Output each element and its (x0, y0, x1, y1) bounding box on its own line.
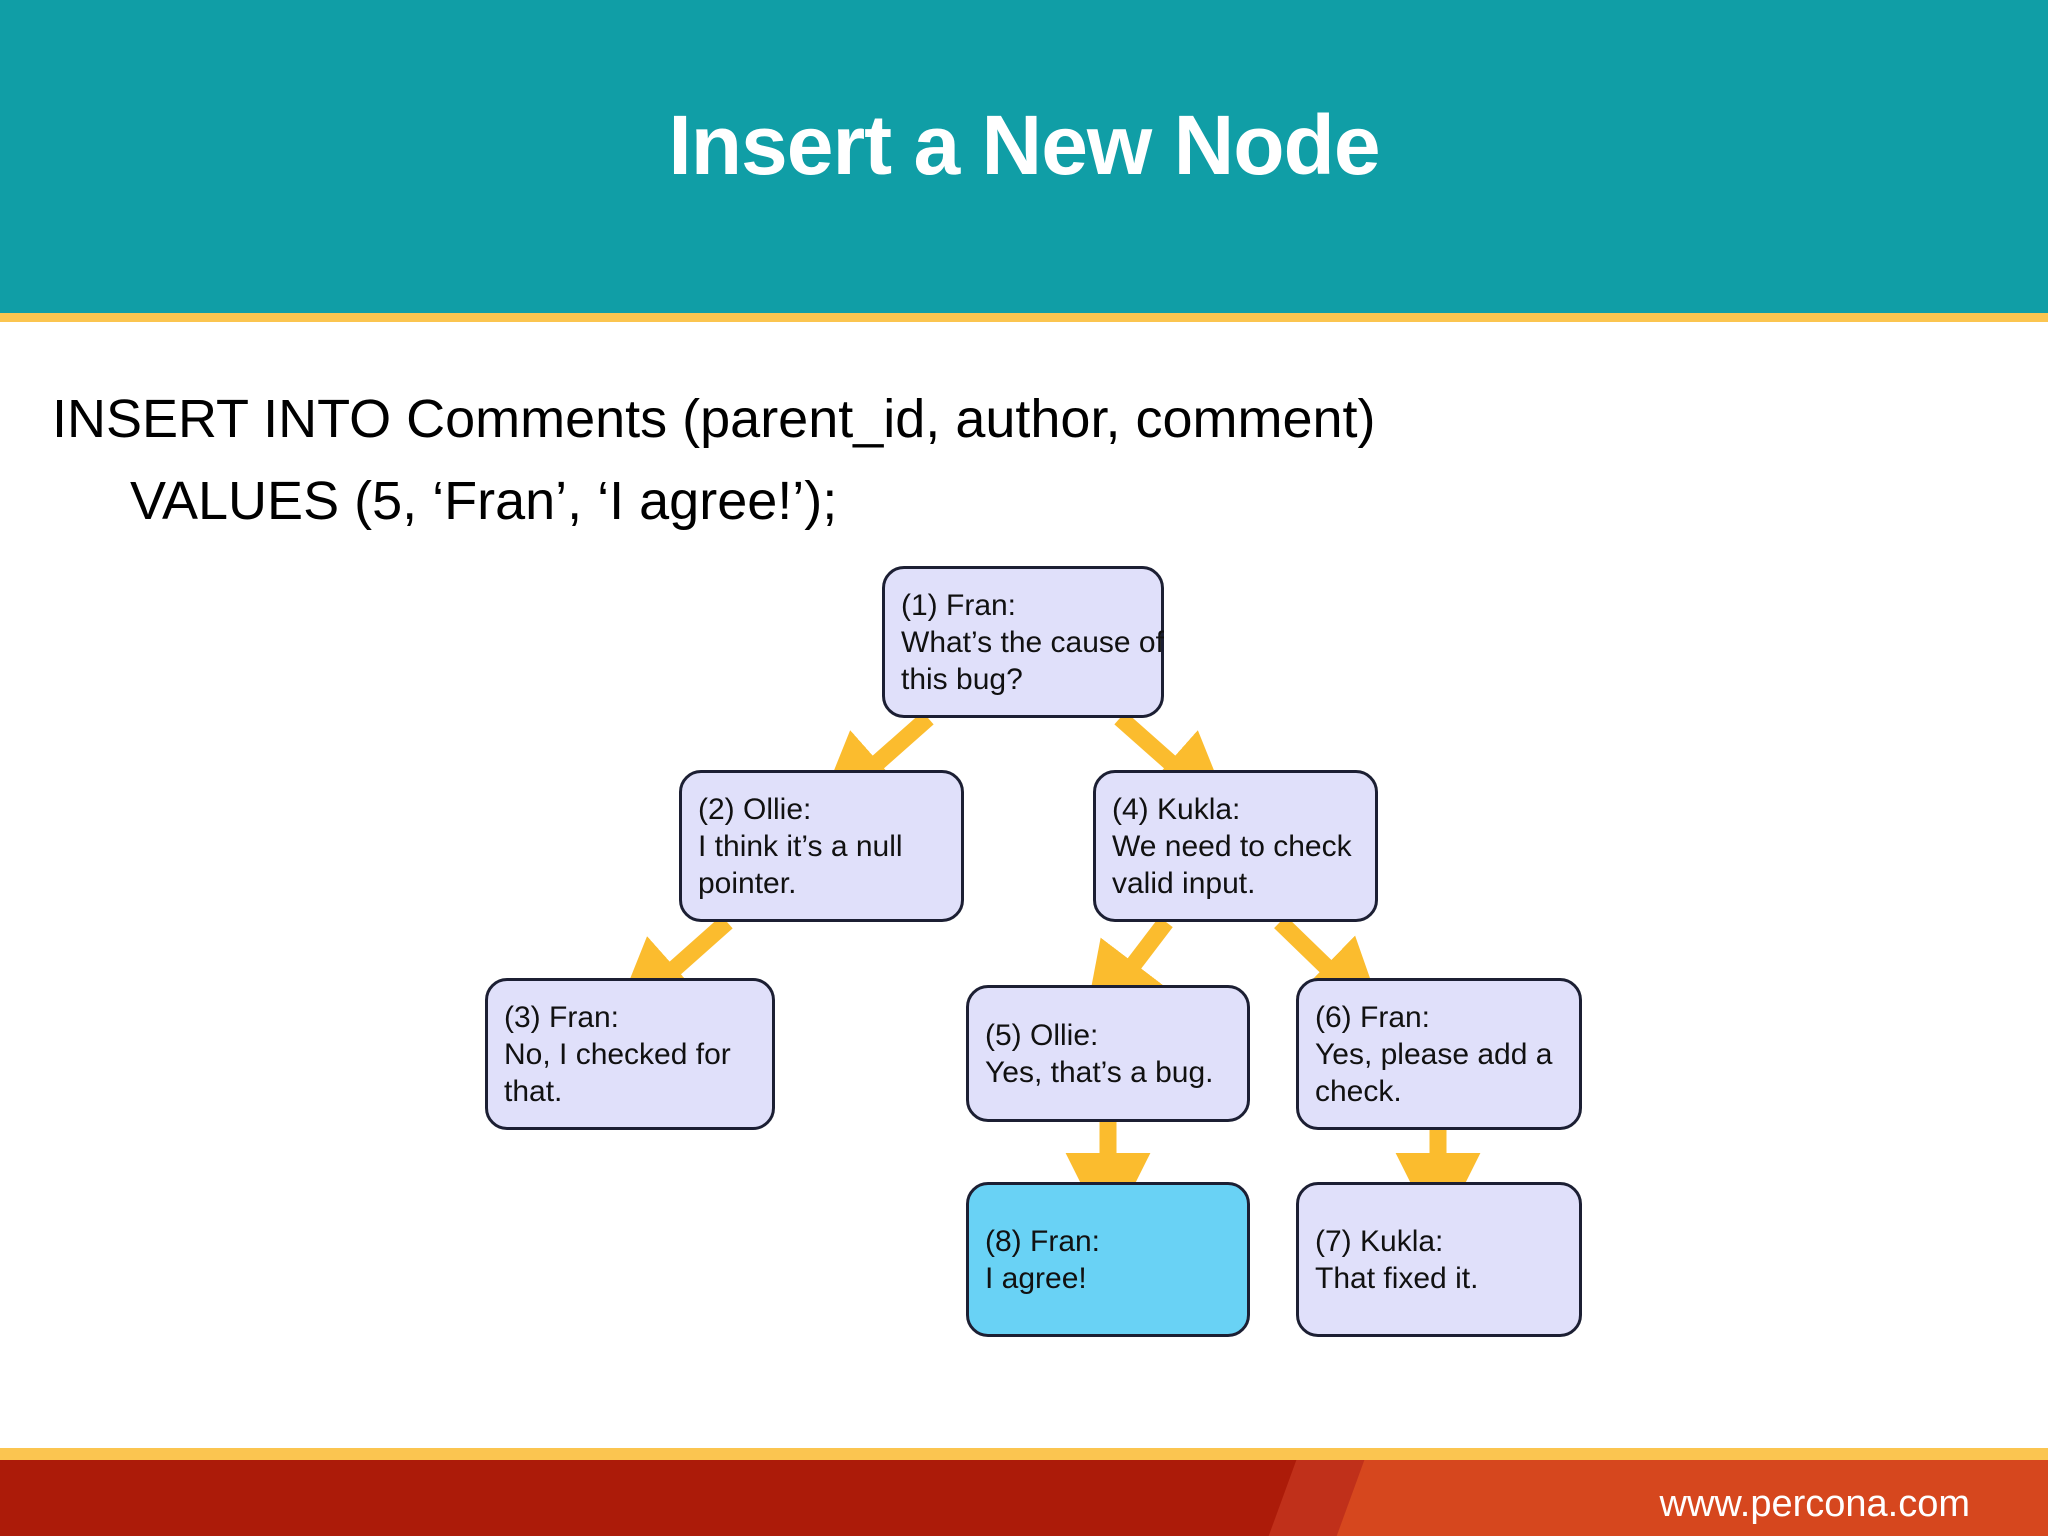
title-band (0, 0, 2048, 313)
header-accent-rule (0, 313, 2048, 322)
edge-4-to-5 (1082, 916, 1173, 1031)
tree-node-5-line-1: Yes, that’s a bug. (985, 1055, 1214, 1089)
tree-node-1-line-1: What’s the cause of (901, 625, 1164, 659)
tree-node-1-line-2: this bug? (901, 662, 1023, 696)
tree-node-4-label: (4) Kukla: (1112, 792, 1241, 826)
tree-node-6-label: (6) Fran: (1315, 1000, 1431, 1034)
tree-node-7-label: (7) Kukla: (1315, 1224, 1444, 1258)
tree-node-3-line-1: No, I checked for (504, 1037, 731, 1071)
tree-node-5[interactable]: (5) Ollie: Yes, that’s a bug. (966, 985, 1250, 1122)
tree-node-7-line-1: That fixed it. (1315, 1261, 1479, 1295)
tree-node-2-line-1: I think it’s a null (698, 829, 903, 863)
tree-node-3-line-2: that. (504, 1074, 563, 1108)
edge-4-to-6 (1274, 915, 1387, 1026)
edge-2-to-3 (611, 915, 733, 1025)
tree-node-6[interactable]: (6) Fran: Yes, please add a check. (1296, 978, 1582, 1130)
tree-node-1-label: (1) Fran: (901, 588, 1017, 622)
sql-statement: INSERT INTO Comments (parent_id, author,… (52, 378, 1952, 542)
tree-node-3[interactable]: (3) Fran: No, I checked for that. (485, 978, 775, 1130)
tree-node-6-line-2: check. (1315, 1074, 1402, 1108)
sql-line-2: VALUES (5, ‘Fran’, ‘I agree!’); (130, 471, 838, 531)
footer-accent-rule (0, 1448, 2048, 1460)
tree-node-3-label: (3) Fran: (504, 1000, 620, 1034)
tree-node-7[interactable]: (7) Kukla: That fixed it. (1296, 1182, 1582, 1337)
footer-band (0, 1460, 2048, 1536)
page-title: Insert a New Node (668, 98, 1380, 192)
tree-node-4-line-1: We need to check (1112, 829, 1352, 863)
sql-line-1: INSERT INTO Comments (parent_id, author,… (52, 389, 1376, 449)
tree-node-5-label: (5) Ollie: (985, 1018, 1099, 1052)
tree-node-4-line-2: valid input. (1112, 866, 1256, 900)
footer-url[interactable]: www.percona.com (1659, 1483, 1970, 1525)
tree-node-8-label: (8) Fran: (985, 1224, 1101, 1258)
tree-node-8-line-1: I agree! (985, 1261, 1087, 1295)
tree-node-1[interactable]: (1) Fran: What’s the cause of this bug? (882, 566, 1164, 718)
tree-node-2[interactable]: (2) Ollie: I think it’s a null pointer. (679, 770, 964, 922)
tree-node-2-label: (2) Ollie: (698, 792, 812, 826)
tree-node-2-line-2: pointer. (698, 866, 797, 900)
tree-node-6-line-1: Yes, please add a (1315, 1037, 1553, 1071)
tree-node-8[interactable]: (8) Fran: I agree! (966, 1182, 1250, 1337)
tree-node-4[interactable]: (4) Kukla: We need to check valid input. (1093, 770, 1378, 922)
